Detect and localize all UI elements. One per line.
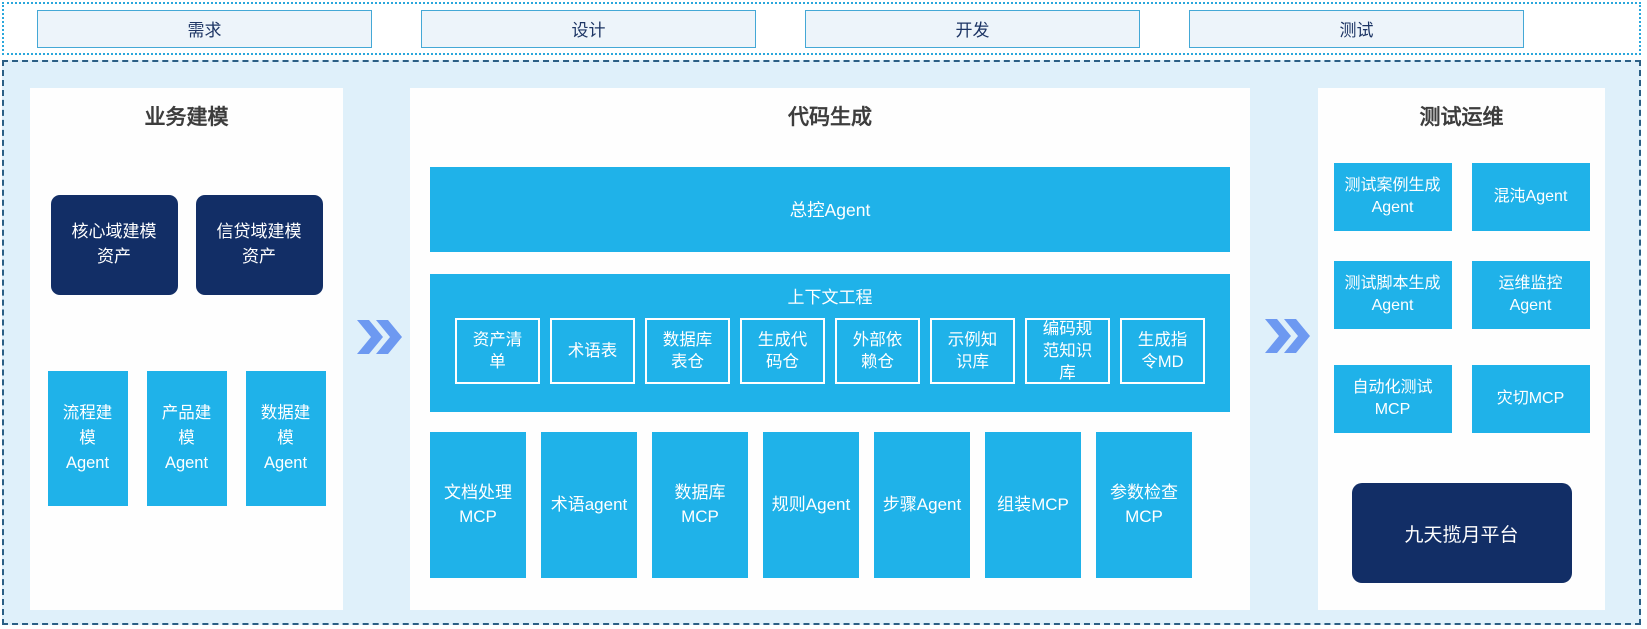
panel-business-modeling: 业务建模 核心域建模资产 信贷域建模资产 流程建模Agent 产品建模Agent… xyxy=(30,88,343,610)
double-chevron-right-icon xyxy=(1264,319,1310,353)
doc-processing-mcp-box: 文档处理MCP xyxy=(430,432,526,578)
phase-strip: 需求 设计 开发 测试 xyxy=(2,2,1641,55)
core-domain-modeling-assets-box: 核心域建模资产 xyxy=(50,195,178,295)
example-knowledge-base-box: 示例知识库 xyxy=(930,318,1015,384)
double-chevron-right-icon xyxy=(356,320,402,354)
phase-development: 开发 xyxy=(805,9,1140,48)
process-modeling-agent-box: 流程建模Agent xyxy=(47,371,128,506)
code-generation-title: 代码生成 xyxy=(788,106,872,129)
step-agent-box: 步骤Agent xyxy=(874,432,970,578)
param-check-mcp-box: 参数检查MCP xyxy=(1096,432,1192,578)
modeling-agents-row: 流程建模Agent 产品建模Agent 数据建模Agent xyxy=(47,371,326,506)
context-engineering-box: 上下文工程 资产清单 术语表 数据库表仓 生成代码仓 外部依赖仓 示例知识库 编… xyxy=(430,274,1230,412)
database-mcp-box: 数据库MCP xyxy=(652,432,748,578)
test-ops-title: 测试运维 xyxy=(1419,106,1504,129)
auto-test-mcp-box: 自动化测试MCP xyxy=(1333,365,1452,433)
test-ops-row-3: 自动化测试MCP 灾切MCP xyxy=(1333,365,1590,433)
credit-domain-modeling-assets-box: 信贷域建模资产 xyxy=(195,195,323,295)
context-items-row: 资产清单 术语表 数据库表仓 生成代码仓 外部依赖仓 示例知识库 编码规范知识库… xyxy=(455,318,1205,384)
product-modeling-agent-box: 产品建模Agent xyxy=(146,371,227,506)
chaos-agent-box: 混沌Agent xyxy=(1471,163,1590,231)
business-modeling-title: 业务建模 xyxy=(144,106,229,129)
external-dependency-repo-box: 外部依赖仓 xyxy=(835,318,920,384)
coding-standard-knowledge-base-box: 编码规范知识库 xyxy=(1025,318,1110,384)
assembly-mcp-box: 组装MCP xyxy=(985,432,1081,578)
phase-testing: 测试 xyxy=(1189,9,1524,48)
ops-monitor-agent-box: 运维监控Agent xyxy=(1471,261,1590,329)
generation-instruction-md-box: 生成指令MD xyxy=(1120,318,1205,384)
context-engineering-title: 上下文工程 xyxy=(787,288,873,307)
panel-test-ops: 测试运维 测试案例生成Agent 混沌Agent 测试脚本生成Agent 运维监… xyxy=(1318,88,1605,610)
generated-code-repo-box: 生成代码仓 xyxy=(740,318,825,384)
database-table-repo-box: 数据库表仓 xyxy=(645,318,730,384)
modeling-assets-row: 核心域建模资产 信贷域建模资产 xyxy=(50,195,323,295)
test-script-gen-agent-box: 测试脚本生成Agent xyxy=(1333,261,1452,329)
phase-design: 设计 xyxy=(421,9,756,48)
jiutian-lanyue-platform-box: 九天揽月平台 xyxy=(1351,483,1572,583)
main-container: 业务建模 核心域建模资产 信贷域建模资产 流程建模Agent 产品建模Agent… xyxy=(2,60,1641,625)
master-control-agent-bar: 总控Agent xyxy=(430,167,1230,252)
rule-agent-box: 规则Agent xyxy=(763,432,859,578)
disaster-switch-mcp-box: 灾切MCP xyxy=(1471,365,1590,433)
terminology-agent-box: 术语agent xyxy=(541,432,637,578)
asset-list-box: 资产清单 xyxy=(455,318,540,384)
panel-code-generation: 代码生成 总控Agent 上下文工程 资产清单 术语表 数据库表仓 生成代码仓 … xyxy=(410,88,1250,610)
codegen-tools-row: 文档处理MCP 术语agent 数据库MCP 规则Agent 步骤Agent 组… xyxy=(430,432,1230,578)
test-ops-row-2: 测试脚本生成Agent 运维监控Agent xyxy=(1333,261,1590,329)
test-ops-row-1: 测试案例生成Agent 混沌Agent xyxy=(1333,163,1590,231)
data-modeling-agent-box: 数据建模Agent xyxy=(245,371,326,506)
glossary-box: 术语表 xyxy=(550,318,635,384)
test-case-gen-agent-box: 测试案例生成Agent xyxy=(1333,163,1452,231)
phase-requirements: 需求 xyxy=(37,9,372,48)
